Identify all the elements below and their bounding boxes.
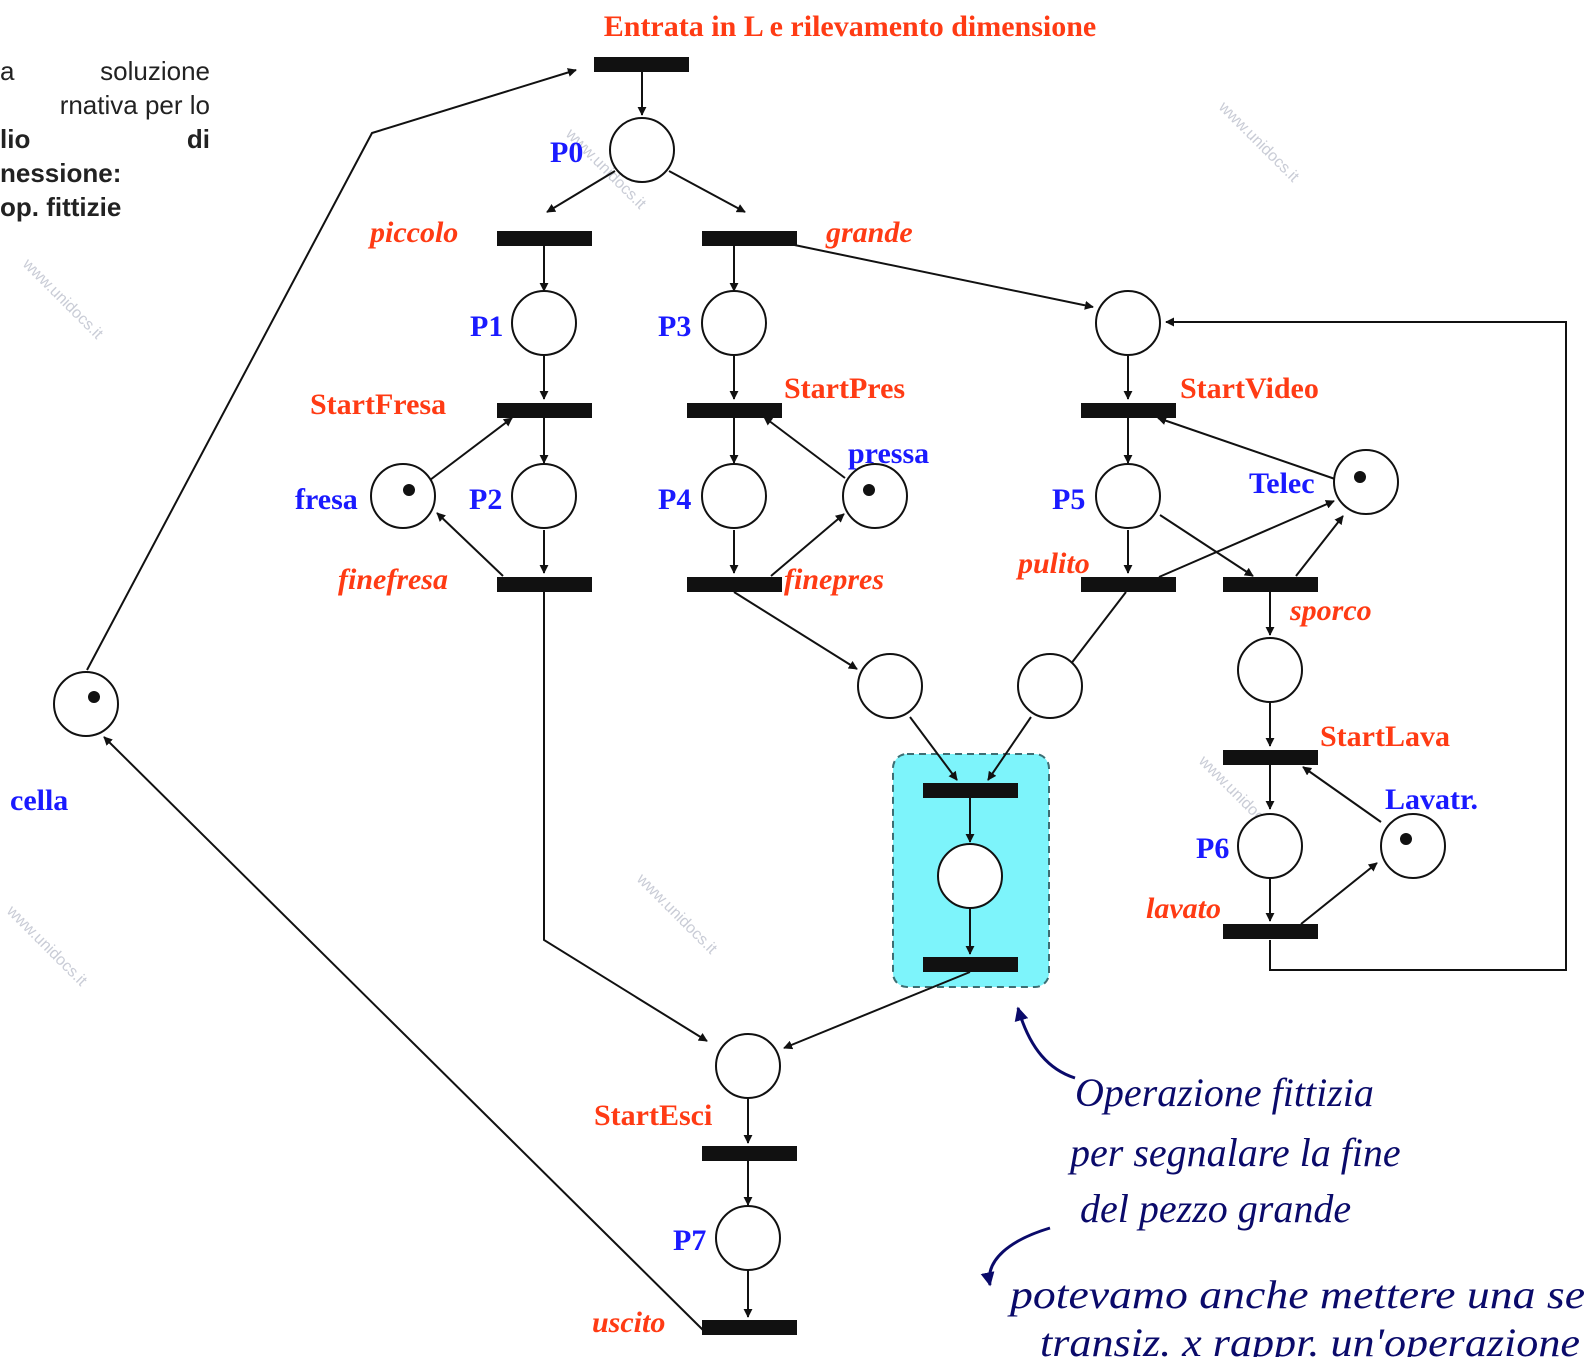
arcs [86, 68, 1567, 1333]
tokens [88, 471, 1412, 845]
transition-sporco [1223, 577, 1318, 592]
label-p5: P5 [1052, 483, 1085, 516]
side-line-2: rnativa per lo [59, 90, 210, 120]
place-p2 [511, 463, 577, 529]
place-p0 [609, 117, 675, 183]
annotation-line-4: potevamo anche mettere una se [1007, 1272, 1585, 1317]
label-start-pres: StartPres [784, 372, 905, 405]
diagram-title: Entrata in L e rilevamento dimensione [604, 10, 1096, 43]
transition-uscito [702, 1320, 797, 1335]
transition-start-pres [687, 403, 782, 418]
place-p3 [701, 290, 767, 356]
transition-finefresa [497, 577, 592, 592]
watermark-2: www.unidocs.it [1214, 98, 1302, 186]
label-start-esci: StartEsci [594, 1099, 712, 1132]
place-p6 [1237, 813, 1303, 879]
watermarks: www.unidocs.it www.unidocs.it www.unidoc… [2, 98, 1302, 990]
side-text: a soluzione rnativa per lo lio di nessio… [0, 54, 210, 224]
label-sporco: sporco [1289, 594, 1372, 627]
token-telec [1354, 471, 1366, 483]
annotation-arrow-up [1014, 1006, 1076, 1080]
place-video-in [1095, 290, 1161, 356]
transition-lavato [1223, 924, 1318, 939]
label-start-fresa: StartFresa [310, 388, 446, 421]
label-lavato: lavato [1146, 892, 1221, 925]
place-pres-done [857, 653, 923, 719]
place-lavatr [1380, 813, 1446, 879]
handwritten-annotation: Operazione fittizia per segnalare la fin… [980, 1006, 1585, 1357]
transition-finepres [687, 577, 782, 592]
places [53, 117, 1446, 1271]
place-p4 [701, 463, 767, 529]
label-cella: cella [10, 784, 68, 817]
label-p3: P3 [658, 310, 691, 343]
label-p7: P7 [673, 1224, 706, 1257]
label-start-lava: StartLava [1320, 720, 1450, 753]
annotation-arrow-bend [980, 1226, 1051, 1287]
label-p2: P2 [469, 483, 502, 516]
annotation-line-5: transiz. x rappr. un'operazione [1040, 1320, 1580, 1357]
place-sporco [1237, 637, 1303, 703]
watermark-5: www.unidocs.it [632, 870, 720, 958]
label-pressa: pressa [848, 437, 929, 470]
side-line-4: nessione: [0, 158, 122, 188]
annotation-line-1: Operazione fittizia [1075, 1070, 1374, 1115]
token-pressa [863, 484, 875, 496]
label-pulito: pulito [1015, 547, 1090, 580]
place-video-done [1017, 653, 1083, 719]
transitions [497, 57, 1318, 1335]
label-finefresa: finefresa [338, 563, 448, 596]
token-cella [88, 691, 100, 703]
label-start-video: StartVideo [1180, 372, 1319, 405]
label-grande: grande [825, 216, 913, 249]
token-lavatr [1400, 833, 1412, 845]
place-p7 [715, 1205, 781, 1271]
place-fictitious [937, 843, 1003, 909]
label-fresa: fresa [295, 483, 358, 516]
side-line-3: lio di [0, 124, 210, 154]
place-fresa [370, 463, 436, 529]
label-piccolo: piccolo [367, 216, 458, 249]
place-p5 [1095, 463, 1161, 529]
label-telec: Telec [1249, 467, 1315, 500]
place-p1 [511, 290, 577, 356]
watermark-3: www.unidocs.it [18, 255, 106, 343]
transition-fictitious-in [923, 783, 1018, 798]
label-p6: P6 [1196, 832, 1229, 865]
place-esci-in [715, 1033, 781, 1099]
transition-start-fresa [497, 403, 592, 418]
label-finepres: finepres [784, 563, 884, 596]
place-telec [1333, 449, 1399, 515]
transition-pulito [1081, 577, 1176, 592]
transition-start-video [1081, 403, 1176, 418]
side-line-5: op. fittizie [0, 192, 122, 222]
label-p4: P4 [658, 483, 691, 516]
place-pressa [842, 463, 908, 529]
annotation-line-3: del pezzo grande [1080, 1186, 1351, 1231]
transition-start-esci [702, 1146, 797, 1161]
label-p1: P1 [470, 310, 503, 343]
side-line-1: a soluzione [0, 56, 210, 86]
watermark-6: www.unidocs.it [2, 902, 90, 990]
label-uscito: uscito [592, 1306, 665, 1339]
transition-start-lava [1223, 750, 1318, 765]
annotation-line-2: per segnalare la fine [1067, 1130, 1401, 1175]
label-p0: P0 [550, 136, 583, 169]
transition-entrata [594, 57, 689, 72]
token-fresa [403, 484, 415, 496]
place-cella [53, 671, 119, 737]
transition-piccolo [497, 231, 592, 246]
transition-fictitious-out [923, 957, 1018, 972]
label-lavatr: Lavatr. [1385, 783, 1478, 816]
transition-grande [702, 231, 797, 246]
